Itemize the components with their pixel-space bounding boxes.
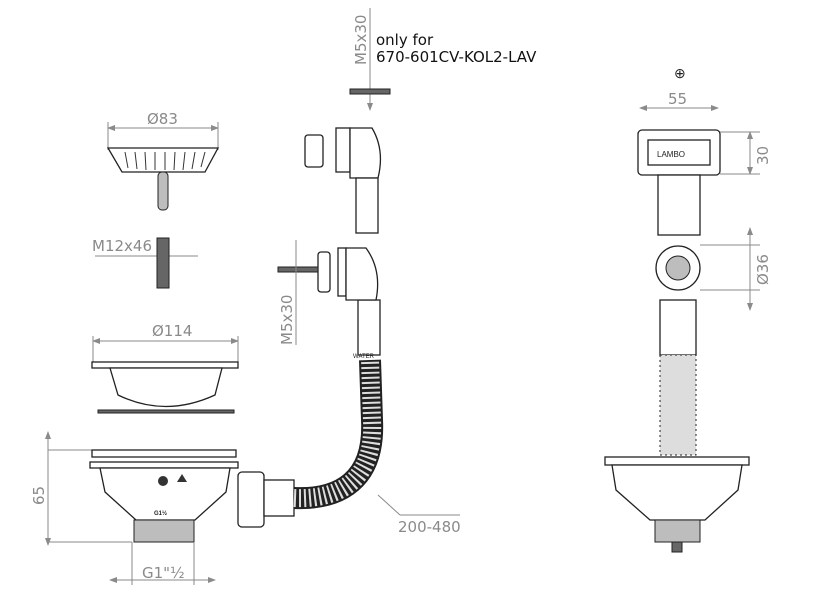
thread-label: G1"½	[142, 564, 185, 582]
front-view: ⊕ 55 LAMBO 30 Ø36	[604, 65, 772, 553]
screw-top-label: M5x30	[352, 15, 370, 65]
note-line1: only for	[376, 31, 434, 49]
bolt-label: M12x46	[92, 237, 152, 255]
basket-diameter-label: Ø114	[152, 322, 192, 340]
overflow-top: M5x30 only for 670-601CV-KOL2-LAV	[304, 8, 537, 234]
hose-label: WATER	[353, 354, 375, 360]
strainer-body: 65 G1½ G1"½	[30, 431, 295, 585]
basket: Ø114	[91, 322, 239, 414]
brand-logo: LAMBO	[657, 150, 685, 159]
overflow-width-label: 55	[668, 90, 687, 108]
hose-length-label: 200-480	[398, 518, 461, 536]
bolt: M12x46	[92, 237, 198, 289]
strainer-basket-small: Ø83	[106, 110, 220, 211]
overflow-assembly: M5x30	[277, 240, 379, 345]
flexible-hose: WATER 200-480	[293, 299, 461, 536]
overflow-diameter-label: Ø36	[754, 254, 772, 285]
overflow-height-label: 30	[754, 146, 772, 165]
height-label: 65	[30, 486, 48, 505]
strainer-diameter-label: Ø83	[147, 110, 178, 128]
screw-mid-label: M5x30	[278, 295, 296, 345]
screw-symbol: ⊕	[674, 65, 686, 81]
note-line2: 670-601CV-KOL2-LAV	[376, 48, 537, 66]
thread-mark: G1½	[154, 510, 167, 517]
